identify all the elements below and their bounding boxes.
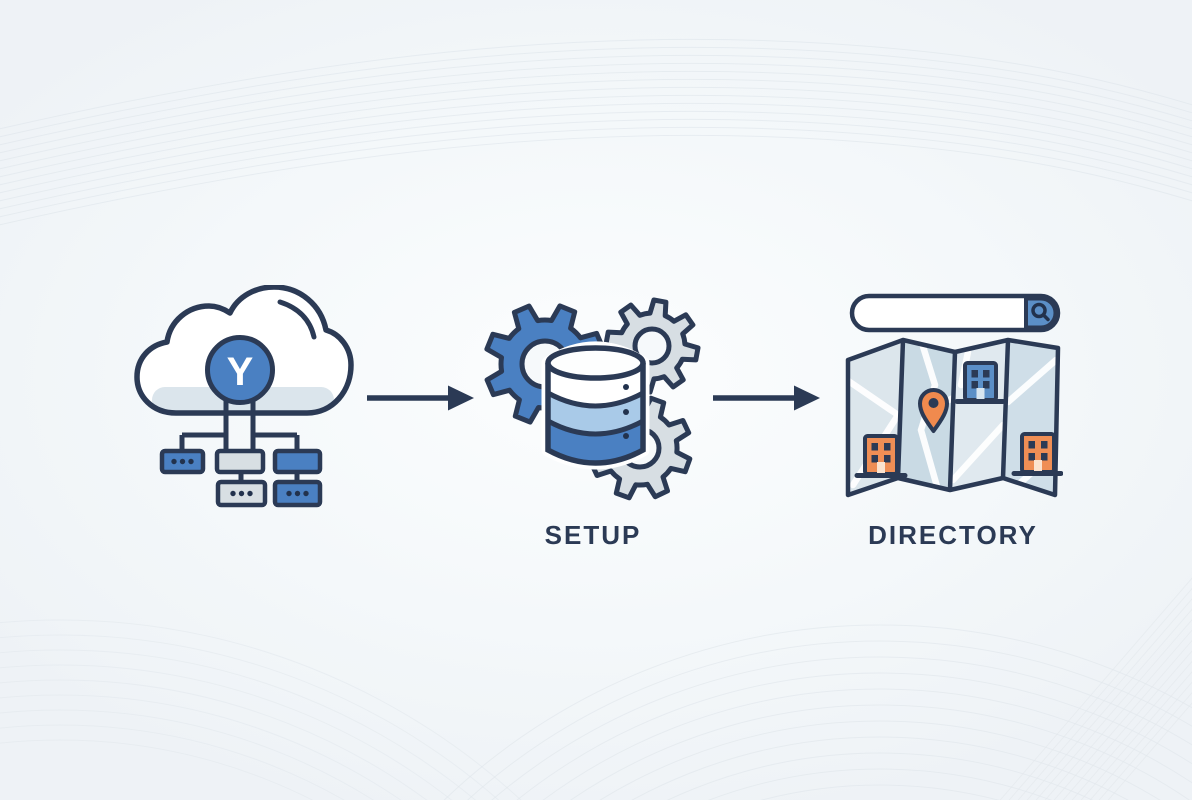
search-icon [1031, 302, 1050, 322]
directory-label: DIRECTORY [868, 520, 1038, 550]
node-box [272, 448, 323, 475]
cloud-y-network-icon: Y [134, 285, 354, 508]
y-badge: Y [205, 335, 275, 405]
search-input-field [849, 293, 1061, 333]
building-icon-orange-right [1011, 432, 1063, 476]
map-outline [845, 337, 1061, 498]
setup-label: SETUP [544, 520, 642, 550]
database-dots [623, 384, 629, 439]
search-bar [849, 293, 1061, 333]
bottom-left-contour-arcs [0, 619, 522, 800]
gears-database-icon [484, 297, 701, 501]
top-wave-band [0, 38, 1192, 235]
node-dots [171, 458, 309, 497]
building-icon-orange-left [854, 434, 908, 478]
database-top-ellipse [545, 345, 646, 381]
map-pin-icon [918, 388, 949, 433]
arrow-right-icon [713, 385, 820, 411]
database-icon [541, 341, 650, 470]
building-icon-blue [954, 361, 1006, 404]
search-button [1024, 296, 1058, 330]
map-search-icon [845, 293, 1063, 498]
node-box [214, 448, 266, 475]
cloud-highlight-arc [277, 299, 317, 340]
y-badge-letter: Y [227, 350, 254, 394]
arrow-right-icon [367, 385, 474, 411]
bottom-contour-arcs [443, 624, 1192, 800]
folded-map [845, 337, 1063, 498]
